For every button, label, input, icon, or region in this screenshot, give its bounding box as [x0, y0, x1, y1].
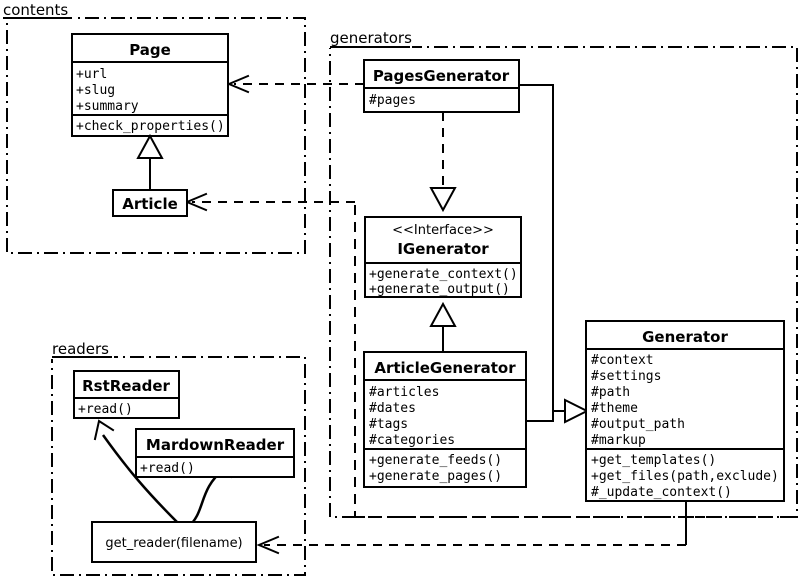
package-label-contents: contents	[3, 1, 68, 19]
class-attr: #articles	[369, 385, 439, 400]
class-name-generator: Generator	[642, 328, 728, 346]
create-arrow-rstreader	[101, 434, 179, 524]
generalization-pagesgenerator-generator	[519, 84, 554, 411]
package-border-contents	[6, 17, 306, 254]
class-box-rstreader[interactable]: RstReader +read()	[73, 370, 180, 419]
class-attr: +url	[76, 67, 107, 82]
class-attr: #categories	[369, 433, 455, 448]
function-box-get-reader[interactable]: get_reader(filename)	[91, 521, 257, 563]
class-attr: #markup	[591, 433, 646, 448]
class-attr: #theme	[591, 401, 638, 416]
class-stereotype-igenerator: <<Interface>>	[392, 223, 494, 238]
class-method: +get_templates()	[591, 453, 716, 468]
class-name-article: Article	[122, 195, 178, 213]
class-box-page[interactable]: Page +url +slug +summary +check_properti…	[71, 33, 229, 137]
class-name-page: Page	[129, 41, 171, 59]
class-box-pagesgenerator[interactable]: PagesGenerator #pages	[363, 59, 520, 113]
class-attr: #settings	[591, 369, 661, 384]
class-name-pagesgenerator: PagesGenerator	[373, 67, 510, 85]
label-bg-generators	[328, 29, 412, 48]
package-label-readers: readers	[52, 340, 109, 358]
class-method: +check_properties()	[76, 119, 225, 134]
class-method: +read()	[140, 461, 195, 476]
class-method: +generate_feeds()	[369, 453, 502, 468]
arrowhead-hollow-igenerator-bottom	[429, 301, 457, 327]
class-attr: #dates	[369, 401, 416, 416]
package-border-generators	[329, 46, 798, 518]
label-bg-readers	[50, 340, 114, 359]
class-name-igenerator: IGenerator	[397, 240, 489, 258]
class-method: +generate_pages()	[369, 469, 502, 484]
class-box-articlegenerator[interactable]: ArticleGenerator #articles #dates #tags …	[363, 351, 527, 488]
function-label-get-reader: get_reader(filename)	[105, 536, 242, 551]
class-attr: +slug	[76, 83, 115, 98]
class-attr: #path	[591, 385, 630, 400]
class-name-mardownreader: MardownReader	[146, 436, 285, 454]
class-attr: +summary	[76, 99, 139, 114]
class-method: +generate_context()	[369, 267, 518, 282]
package-label-generators: generators	[330, 29, 412, 47]
package-border-readers	[51, 356, 306, 576]
arrowhead-hollow-page	[136, 133, 164, 159]
label-bg-contents	[2, 2, 74, 20]
class-attr: #pages	[369, 93, 416, 108]
arrowhead-open-get_reader	[256, 535, 280, 555]
class-attr: #tags	[369, 417, 408, 432]
class-name-articlegenerator: ArticleGenerator	[374, 359, 516, 377]
arrowhead-hollow-igenerator-top	[429, 187, 457, 213]
class-method: +generate_output()	[369, 282, 510, 297]
generalization-articlegenerator-generator	[526, 410, 565, 422]
class-attr: #output_path	[591, 417, 685, 432]
class-method: +read()	[78, 402, 133, 417]
class-box-generator[interactable]: Generator #context #settings #path #them…	[585, 320, 785, 502]
class-attr: #context	[591, 353, 654, 368]
class-box-igenerator[interactable]: <<Interface>> IGenerator +generate_conte…	[364, 216, 522, 298]
arrowhead-hollow-generator	[564, 398, 590, 424]
class-name-rstreader: RstReader	[82, 377, 170, 395]
class-method: #_update_context()	[591, 485, 732, 500]
arrowhead-open-rstreader	[93, 419, 115, 441]
class-box-article[interactable]: Article	[112, 189, 188, 217]
class-method: +get_files(path,exclude)	[591, 469, 779, 484]
class-box-mardownreader[interactable]: MardownReader +read()	[135, 428, 295, 478]
